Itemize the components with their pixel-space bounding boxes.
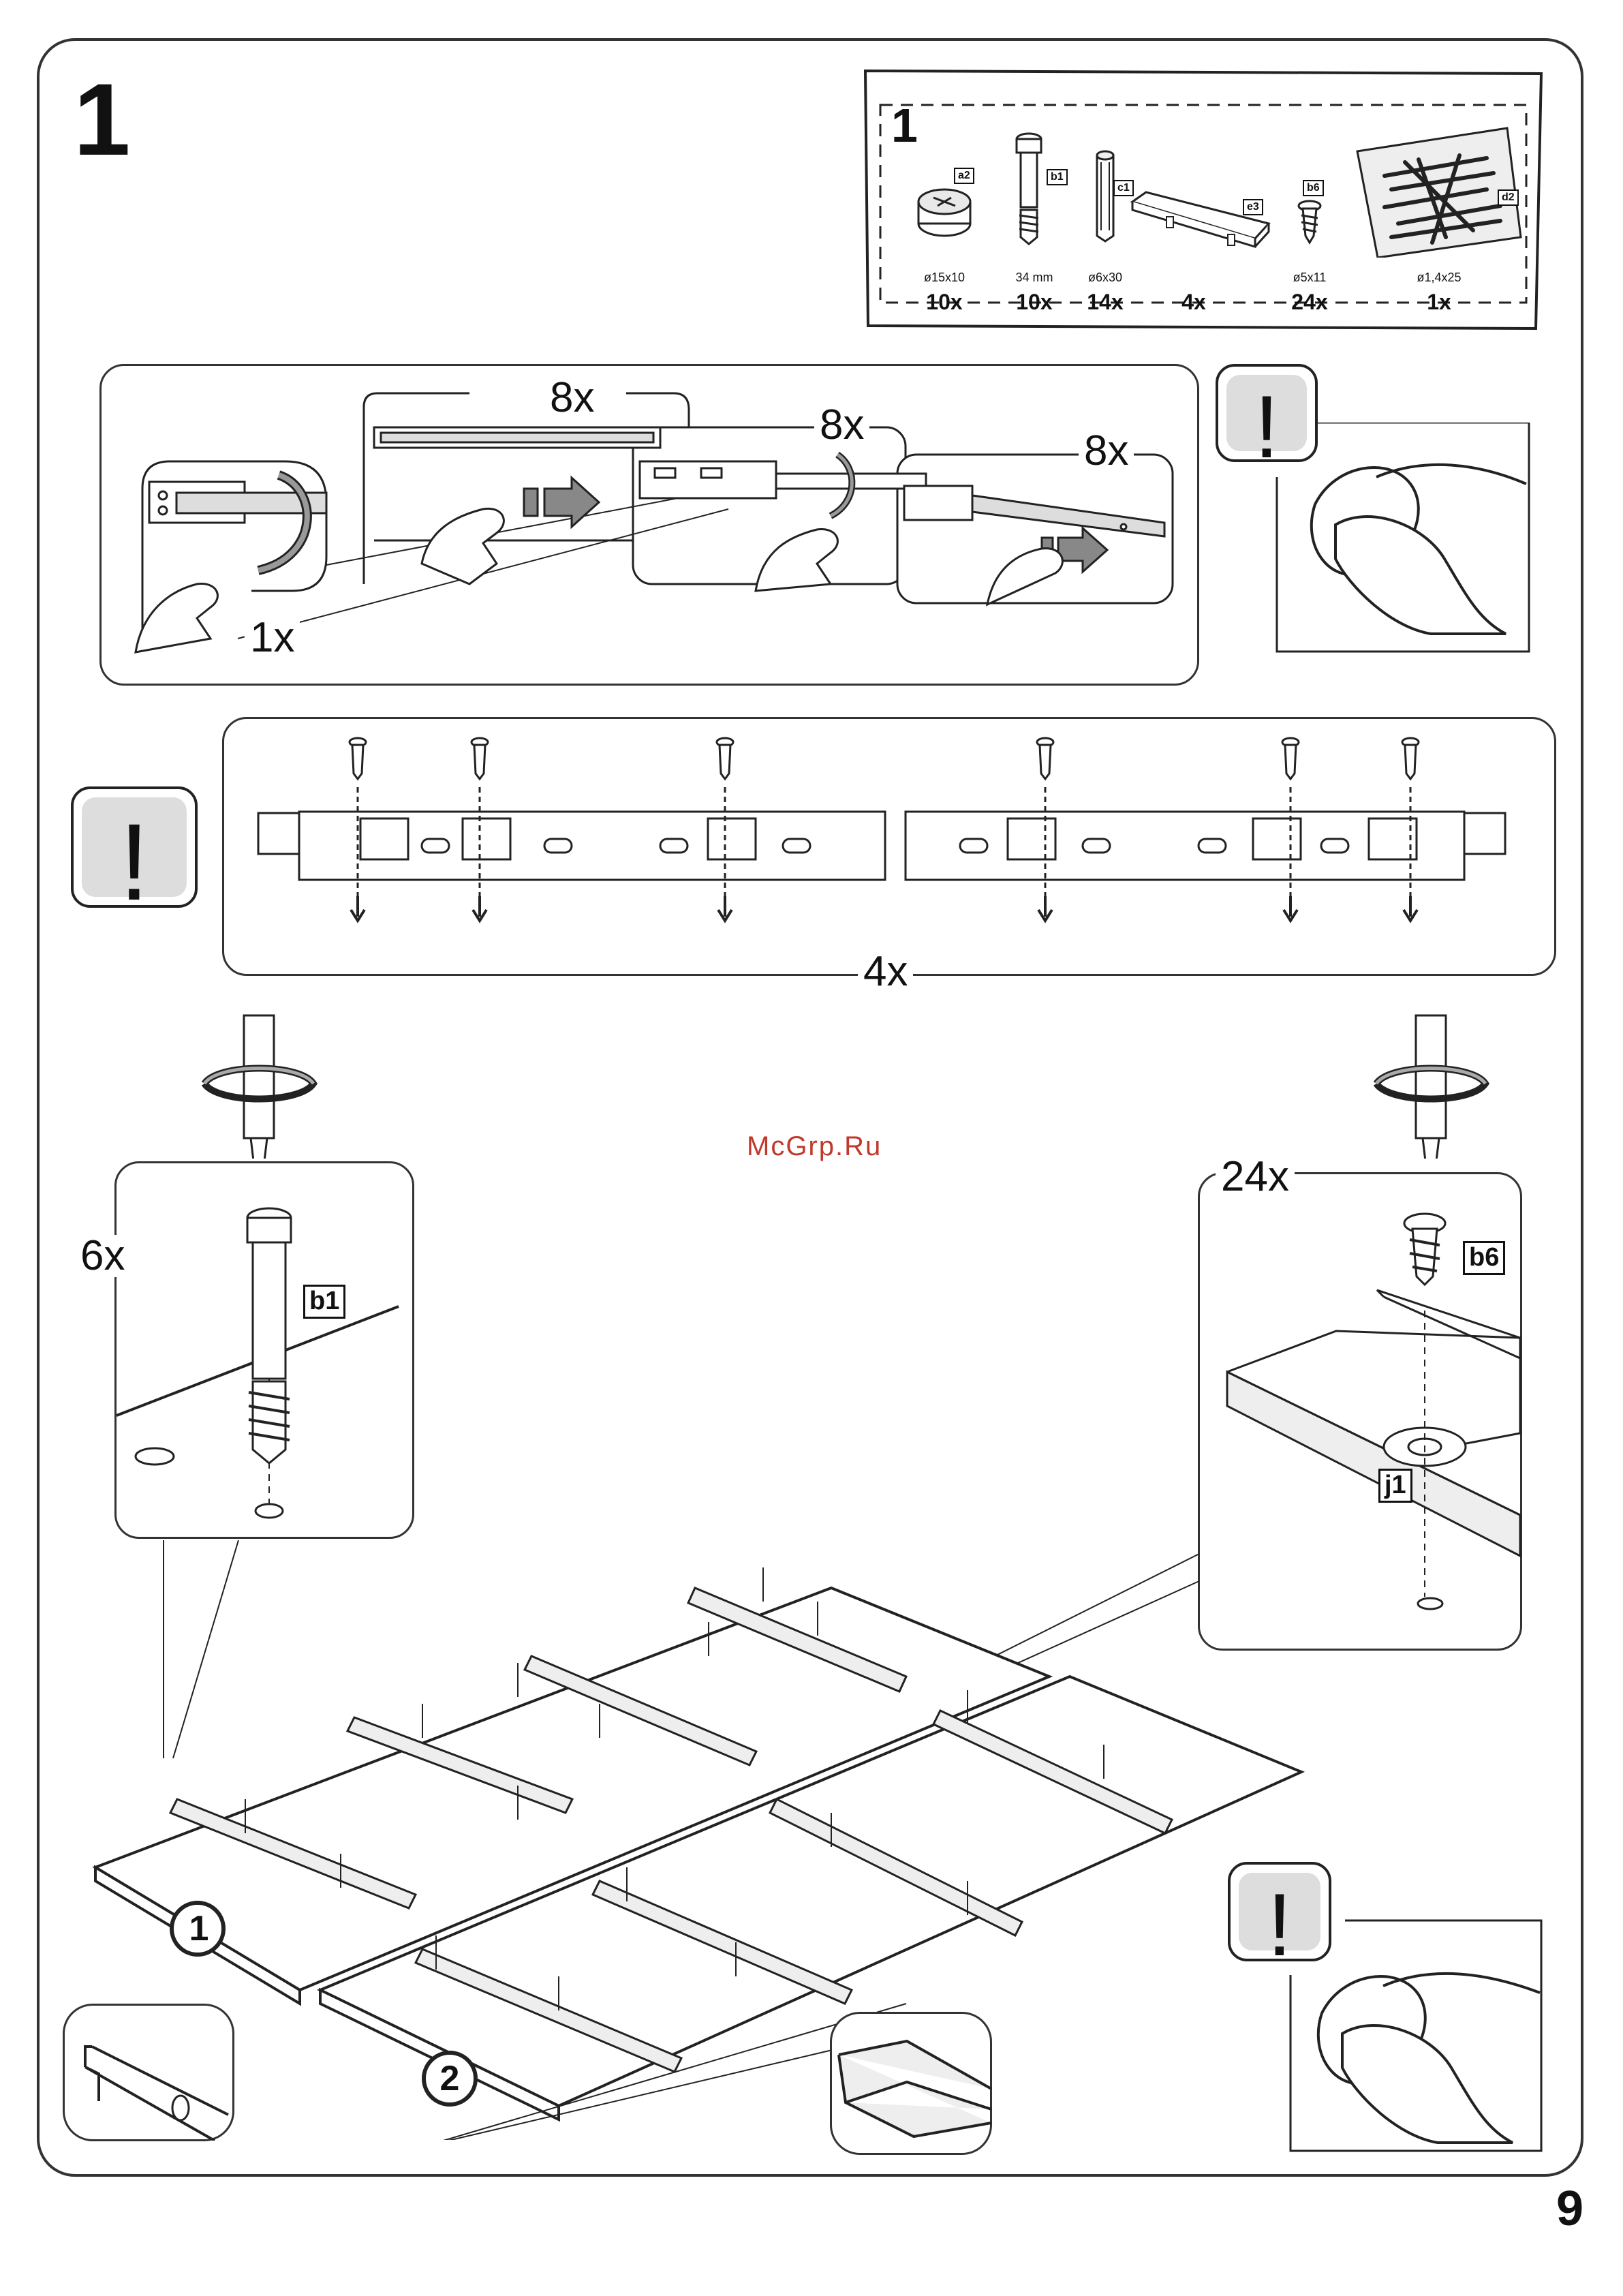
part-dim-a2: ø15x10: [897, 271, 992, 285]
step-number: 1: [74, 68, 130, 170]
cam-lock-icon: [897, 121, 992, 258]
part-tag-a2: a2: [954, 168, 974, 184]
cam-bolt-detail: b1: [114, 1161, 414, 1539]
part-qty-b6: 24x: [1262, 290, 1357, 315]
hand-icon: [1342, 2025, 1513, 2143]
screwdriver-icon: [1349, 1009, 1513, 1159]
part-b6: b6 ø5x11 24x: [1262, 121, 1357, 326]
rail-step-count-3: 8x: [1079, 430, 1134, 472]
screwdriver-icon: [177, 1009, 341, 1159]
rail-screw-panel: 4x: [222, 717, 1556, 976]
part-qty-e3: 4x: [1146, 290, 1241, 315]
panel-edge-drawing: [832, 2014, 991, 2154]
part-tag-d2: d2: [1498, 189, 1519, 206]
hand-icon: [422, 508, 504, 584]
slide-rail-closed: [374, 427, 660, 448]
cam-bolt-tag: b1: [303, 1285, 345, 1319]
hand-icon: [136, 584, 217, 652]
panel-1-number: 1: [179, 1908, 219, 1949]
page-number: 9: [1556, 2181, 1583, 2237]
part-qty-d2: 1x: [1350, 290, 1528, 315]
rail-step-count-1: 8x: [544, 377, 600, 419]
panel-edge-detail-left: [63, 2004, 234, 2141]
screw-count: 24x: [1216, 1156, 1295, 1198]
part-tag-e3: e3: [1243, 199, 1263, 215]
warning-icon: !: [71, 786, 198, 908]
part-a2: a2 ø15x10 10x: [897, 121, 992, 326]
panel-edge-drawing: [65, 2006, 234, 2141]
rail-left: [258, 812, 885, 880]
part-d2: d2 ø1,4x25 1x: [1350, 121, 1528, 326]
part-qty-a2: 10x: [897, 290, 992, 315]
part-dim-b6: ø5x11: [1262, 271, 1357, 285]
rail-strip-count: 4x: [858, 951, 913, 993]
rail-step-count-4: 1x: [245, 617, 300, 659]
rail-screw-drawing: [224, 719, 1556, 975]
panel-edge-detail-right: [830, 2012, 992, 2155]
rail-right: [906, 812, 1505, 880]
parts-bag: 1 a2 ø15x10 10x b1 34 mm 10x c1: [860, 67, 1547, 333]
screw-tag: b6: [1463, 1241, 1505, 1275]
wipe-hands-illustration: [1274, 423, 1533, 654]
rail-step-count-2: 8x: [814, 404, 869, 446]
warning-symbol: !: [82, 808, 187, 917]
part-dim-d2: ø1,4x25: [1350, 271, 1528, 285]
assembly-drawing: [82, 1540, 1308, 2140]
panel-2-number: 2: [429, 2058, 470, 2099]
watermark: McGrp.Ru: [747, 1131, 882, 1162]
cam-bolt-count: 6x: [75, 1235, 130, 1277]
push-arrow-icon: [524, 478, 599, 527]
rail-tag: j1: [1378, 1469, 1412, 1503]
part-tag-b6: b6: [1303, 180, 1324, 196]
hand-icon: [1335, 517, 1506, 634]
rail-disassembly-panel: 8x 8x 8x 1x: [99, 364, 1199, 686]
wipe-hands-illustration: [1288, 1918, 1544, 2154]
cam-bolt-drawing: [117, 1163, 414, 1538]
